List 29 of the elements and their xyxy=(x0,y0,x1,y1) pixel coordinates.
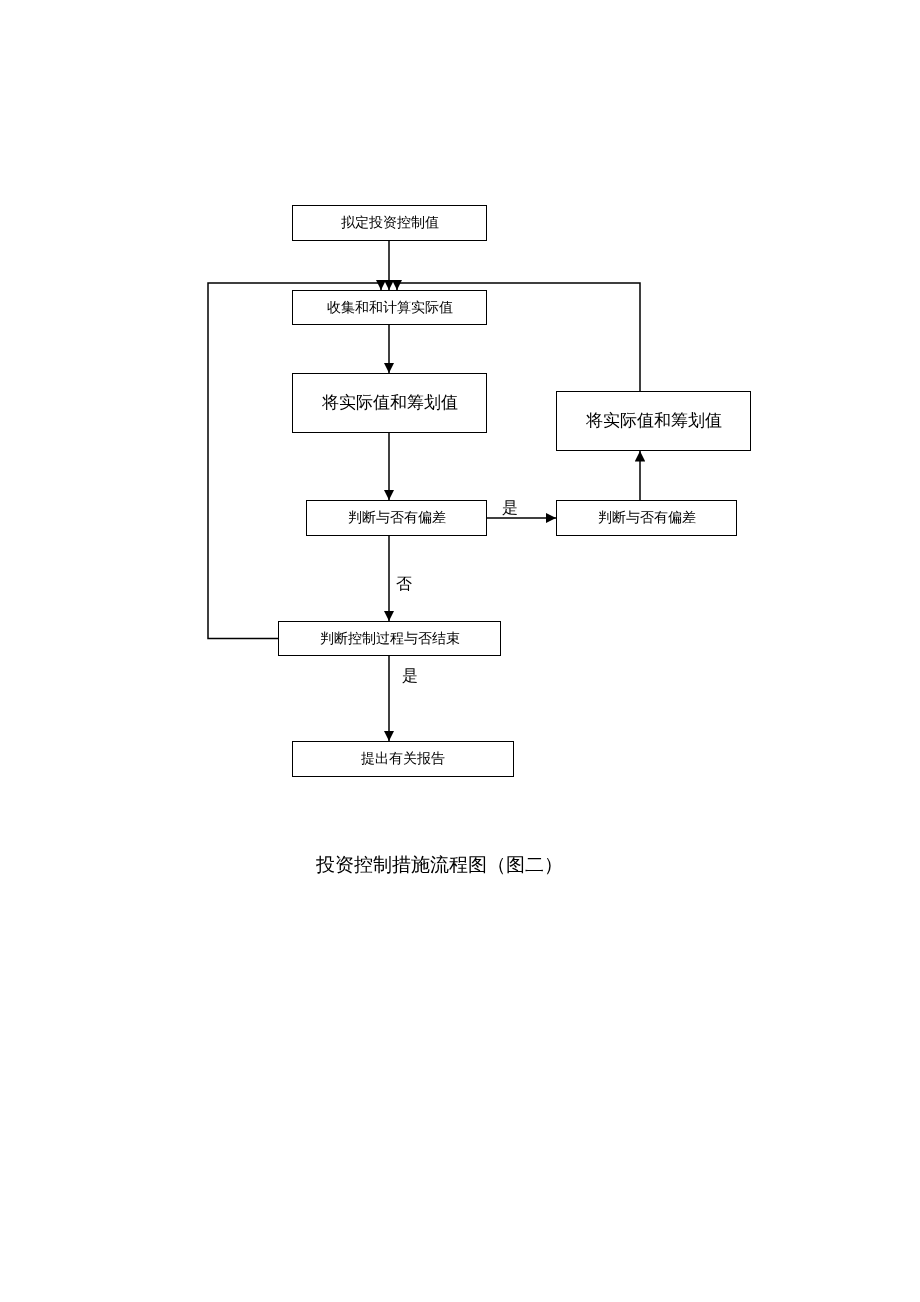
arrow xyxy=(383,324,395,374)
arrow xyxy=(391,279,641,392)
process-box xyxy=(556,391,751,451)
caption: 投资控制措施流程图（图二） xyxy=(316,852,563,877)
box-text: 判断与否有偏差 xyxy=(347,509,446,527)
edge-label: 否 xyxy=(396,576,412,592)
box-text: 判断与否有偏差 xyxy=(597,509,696,527)
process-box xyxy=(556,500,737,536)
process-box xyxy=(292,741,514,777)
box-text: 将实际值和筹划值 xyxy=(585,410,722,432)
edge-label: 是 xyxy=(502,500,518,516)
box-text: 判断控制过程与否结束 xyxy=(319,629,460,648)
process-box xyxy=(292,205,487,241)
arrow xyxy=(383,432,395,501)
box-text: 将实际值和筹划值 xyxy=(321,392,458,414)
process-box xyxy=(292,290,487,325)
box-text: 收集和和计算实际值 xyxy=(326,298,453,317)
box-text: 拟定投资控制值 xyxy=(340,214,439,232)
process-box xyxy=(306,500,487,536)
arrow xyxy=(207,279,387,640)
process-box xyxy=(292,373,487,433)
process-box xyxy=(278,621,501,656)
arrow xyxy=(383,535,395,622)
box-text: 提出有关报告 xyxy=(361,750,445,768)
arrow xyxy=(383,240,395,291)
arrow xyxy=(383,655,395,742)
arrow xyxy=(634,450,646,501)
arrow xyxy=(486,512,557,524)
edge-label: 是 xyxy=(402,668,418,684)
